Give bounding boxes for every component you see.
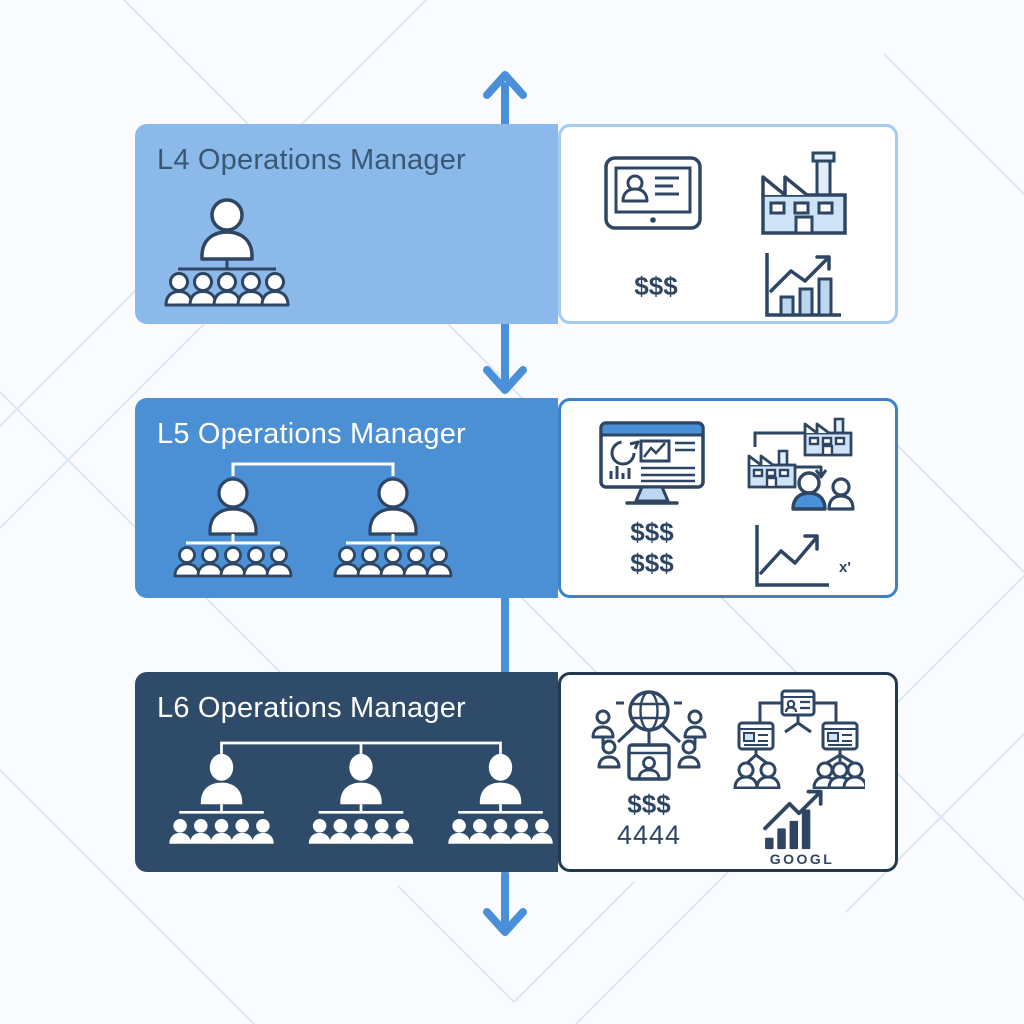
l6-detail-panel: $$$ 4444 GOOGL xyxy=(558,672,898,872)
salary-amount: $$$ $$$ xyxy=(597,517,707,579)
global-people-network-icon xyxy=(591,690,707,781)
stock-bar-chart-icon xyxy=(763,789,823,850)
l6-title-panel: L6 Operations Manager xyxy=(135,672,558,872)
l4-detail-panel: $$$ xyxy=(558,124,898,324)
stock-ticker-label: GOOGL xyxy=(769,851,835,867)
level-title: L4 Operations Manager xyxy=(157,144,466,176)
salary-line-1: $$$ xyxy=(627,789,671,819)
salary-amount: $$$ 4444 xyxy=(589,789,709,851)
org-chart-one-team-icon xyxy=(164,198,290,307)
org-chart-two-teams-icon xyxy=(173,462,453,578)
salary-line-1: $$$ xyxy=(630,517,674,547)
l5-title-panel: L5 Operations Manager xyxy=(135,398,558,598)
level-card-l5: L5 Operations Manager xyxy=(135,398,898,598)
level-card-l6: L6 Operations Manager xyxy=(135,672,898,872)
level-title: L6 Operations Manager xyxy=(157,692,466,724)
level-card-l4: L4 Operations Manager xyxy=(135,124,898,324)
l5-detail-panel: $$$ $$$ x' xyxy=(558,398,898,598)
chart-annotation: x' xyxy=(839,559,851,576)
level-title: L5 Operations Manager xyxy=(157,418,466,450)
org-cards-tree-icon xyxy=(733,689,865,789)
l4-title-panel: L4 Operations Manager xyxy=(135,124,558,324)
factory-icon xyxy=(761,151,847,235)
line-growth-chart-icon xyxy=(755,525,829,587)
org-chart-three-teams-icon xyxy=(169,741,553,844)
salary-amount: $$$ xyxy=(634,271,678,301)
factory-people-network-icon xyxy=(747,417,855,511)
tablet-profile-icon xyxy=(604,156,702,230)
dashboard-monitor-icon xyxy=(599,421,705,505)
bar-growth-chart-icon xyxy=(765,253,841,317)
salary-line-2: $$$ xyxy=(630,548,674,578)
salary-line-2: 4444 xyxy=(616,820,682,850)
